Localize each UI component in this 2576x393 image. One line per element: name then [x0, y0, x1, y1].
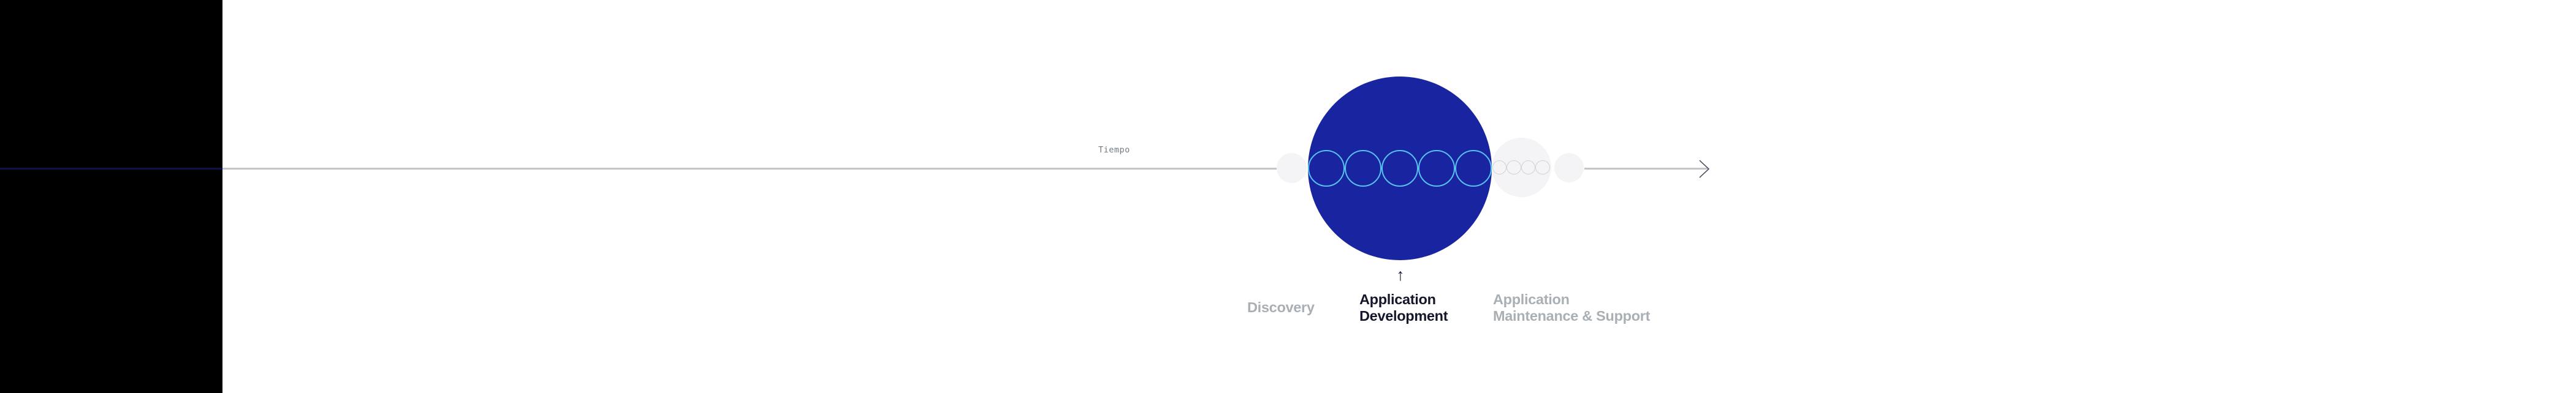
active-phase-ring-group: [1308, 150, 1492, 187]
phase-label-application-development[interactable]: Application Development: [1359, 291, 1448, 324]
timeline-axis-segment-right: [1584, 168, 1708, 170]
phase-label-application-maintenance-support[interactable]: Application Maintenance & Support: [1493, 291, 1650, 324]
timeline-arrow-icon: [1699, 160, 1710, 178]
dark-side-panel: [0, 0, 222, 393]
phase-separator-dot-left: [1277, 153, 1307, 183]
inactive-phase-ring-group: [1492, 160, 1550, 175]
timeline-axis-segment-left: [222, 168, 1277, 170]
inactive-phase-ring: [1492, 160, 1507, 175]
active-phase-ring: [1381, 150, 1418, 187]
phase-separator-dot-right: [1554, 153, 1584, 182]
current-phase-pointer-icon: ↑: [1396, 266, 1405, 284]
phase-label-line: Discovery: [1247, 299, 1315, 315]
phase-label-line: Application: [1359, 291, 1436, 307]
inactive-phase-ring: [1521, 160, 1536, 175]
phase-label-line: Maintenance & Support: [1493, 308, 1651, 324]
active-phase-ring: [1455, 150, 1492, 187]
phase-label-line: Application: [1493, 291, 1570, 307]
phase-label-discovery[interactable]: Discovery: [1247, 299, 1315, 316]
inactive-phase-ring: [1535, 160, 1550, 175]
phase-label-line: Development: [1359, 308, 1448, 324]
active-phase-ring: [1308, 150, 1345, 187]
active-phase-ring: [1418, 150, 1455, 187]
timeline-axis-segment-dark: [0, 168, 222, 170]
axis-label: Tiempo: [1098, 145, 1130, 155]
active-phase-ring: [1345, 150, 1381, 187]
inactive-phase-ring: [1506, 160, 1521, 175]
